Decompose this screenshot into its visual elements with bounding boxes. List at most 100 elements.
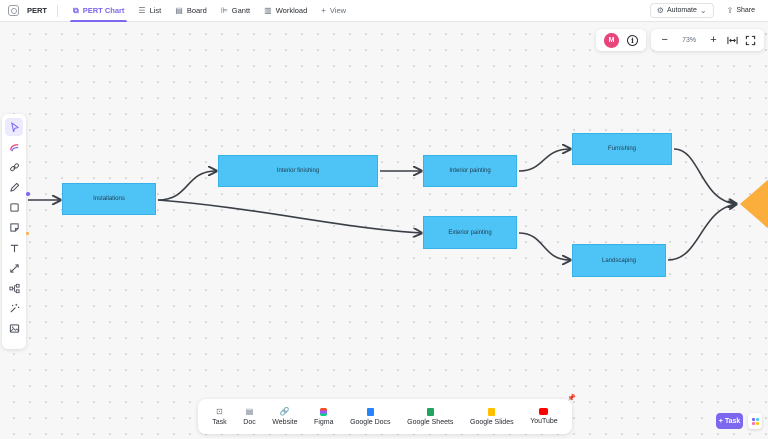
connector-tool[interactable]	[5, 259, 23, 277]
mind-map-icon	[8, 283, 20, 294]
info-icon[interactable]: i	[627, 34, 638, 46]
whiteboard-toolbar	[2, 114, 26, 349]
share-button[interactable]: ⇪ Share	[719, 3, 762, 18]
google-slides-icon	[488, 407, 496, 416]
share-label: Share	[736, 7, 755, 14]
node-furnishing[interactable]: Furnishing	[572, 133, 672, 165]
chevron-down-icon: ⌄	[699, 6, 707, 15]
square-icon	[9, 203, 19, 212]
image-icon	[9, 324, 19, 334]
pin-icon[interactable]: 📌	[567, 395, 576, 402]
youtube-icon	[539, 408, 549, 415]
workload-icon: ▥	[264, 6, 272, 15]
edge-landscaping-milestone[interactable]	[667, 204, 736, 261]
edge-exterior-painting-landscaping[interactable]	[518, 232, 570, 260]
sticky-note-icon	[9, 223, 19, 233]
embed-doc-button[interactable]: ▤ Doc	[243, 407, 255, 426]
google-sheets-icon	[426, 407, 434, 416]
text-icon	[10, 244, 18, 252]
whiteboard-icon: ⧉	[73, 5, 79, 15]
embed-task-button[interactable]: ⊡ Task	[212, 407, 226, 426]
magic-tool[interactable]	[5, 300, 23, 318]
node-exterior-painting[interactable]: Exterior painting	[423, 216, 517, 249]
edge-furnishing-milestone[interactable]	[673, 148, 736, 204]
text-tool[interactable]	[5, 239, 23, 257]
tab-gantt[interactable]: ⊫ Gantt	[214, 0, 257, 22]
edge-interior-painting-furnishing[interactable]	[518, 149, 570, 172]
node-installations[interactable]: Installations	[62, 183, 156, 215]
space-name[interactable]: PERT	[27, 6, 48, 15]
info-glyph: i	[631, 35, 634, 45]
sticky-note-tool[interactable]	[5, 219, 23, 237]
apps-grid-icon	[751, 417, 759, 425]
embed-google-docs-button[interactable]: Google Docs	[350, 407, 391, 426]
cursor-icon	[10, 121, 19, 132]
share-icon: ⇪	[726, 6, 734, 15]
link-icon	[9, 163, 19, 172]
embed-label: Google Sheets	[407, 418, 454, 426]
embed-google-slides-button[interactable]: Google Slides	[470, 407, 514, 426]
node-label: Exterior painting	[448, 229, 492, 236]
node-label: Interior finishing	[276, 168, 320, 174]
tab-pert-chart[interactable]: ⧉ PERT Chart	[66, 0, 131, 22]
shape-tool[interactable]	[5, 199, 23, 217]
doc-icon: ▤	[245, 407, 254, 416]
apps-button[interactable]	[748, 413, 762, 429]
node-label: Furnishing	[607, 146, 636, 152]
collaborator-cursor-dot	[26, 232, 29, 235]
link-tool[interactable]	[5, 158, 23, 176]
tab-label: Workload	[275, 6, 308, 15]
embed-google-sheets-button[interactable]: Google Sheets	[407, 407, 454, 426]
add-task-button[interactable]: + Task	[716, 413, 743, 429]
list-icon: ☰	[138, 6, 146, 15]
magic-wand-icon	[9, 304, 19, 313]
view-header: PERT ⧉ PERT Chart ☰ List ▤ Board ⊫ Gantt…	[0, 0, 768, 22]
embed-label: Google Slides	[470, 418, 514, 426]
header-divider	[57, 4, 59, 17]
tab-board[interactable]: ▤ Board	[168, 0, 214, 22]
zoom-controls: − 73% +	[651, 29, 764, 51]
pen-tool[interactable]	[5, 179, 23, 197]
embed-website-button[interactable]: 🔗 Website	[272, 407, 297, 426]
tab-list[interactable]: ☰ List	[131, 0, 168, 22]
link-icon: 🔗	[279, 407, 290, 416]
collaborator-cursor-dot	[26, 192, 30, 196]
mind-map-tool[interactable]	[5, 280, 23, 298]
zoom-out-button[interactable]: −	[661, 33, 668, 46]
ai-tool[interactable]	[5, 138, 23, 156]
header-actions: ⚙ Automate ⌄ ⇪ Share	[649, 3, 762, 18]
node-interior-finishing[interactable]: Interior finishing	[218, 155, 378, 187]
fit-width-icon	[727, 36, 738, 44]
embed-figma-button[interactable]: Figma	[314, 407, 334, 426]
node-label: Landscaping	[601, 257, 637, 264]
add-view-button[interactable]: + View	[314, 0, 353, 22]
task-icon: ⊡	[216, 407, 223, 416]
node-interior-painting[interactable]: Interior painting	[423, 155, 517, 187]
select-tool[interactable]	[5, 118, 23, 136]
embed-label: YouTube	[530, 418, 558, 425]
space-icon[interactable]	[8, 5, 19, 16]
figma-icon	[320, 407, 328, 416]
end-milestone-diamond[interactable]	[740, 178, 768, 230]
tab-workload[interactable]: ▥ Workload	[257, 0, 314, 22]
avatar[interactable]: M	[604, 32, 619, 48]
automate-button[interactable]: ⚙ Automate ⌄	[649, 3, 714, 18]
fullscreen-button[interactable]	[745, 35, 756, 46]
board-icon: ▤	[175, 6, 183, 15]
embed-youtube-button[interactable]: YouTube	[530, 408, 558, 425]
zoom-in-button[interactable]: +	[710, 33, 717, 46]
tab-label: Board	[186, 6, 207, 15]
add-view-label: View	[329, 6, 347, 15]
zoom-level[interactable]: 73%	[682, 36, 697, 44]
plus-icon: +	[718, 417, 723, 425]
connector-icon	[9, 264, 19, 273]
fit-width-button[interactable]	[727, 35, 738, 46]
edge-installations-interior-finishing[interactable]	[157, 171, 216, 201]
node-landscaping[interactable]: Landscaping	[572, 244, 666, 277]
image-tool[interactable]	[5, 320, 23, 338]
tab-label: PERT Chart	[82, 6, 125, 15]
sparkle-icon	[9, 143, 18, 152]
embed-toolbar: ⊡ Task ▤ Doc 🔗 Website Figma Google Docs…	[198, 399, 572, 434]
edge-installations-exterior-painting[interactable]	[157, 199, 421, 233]
